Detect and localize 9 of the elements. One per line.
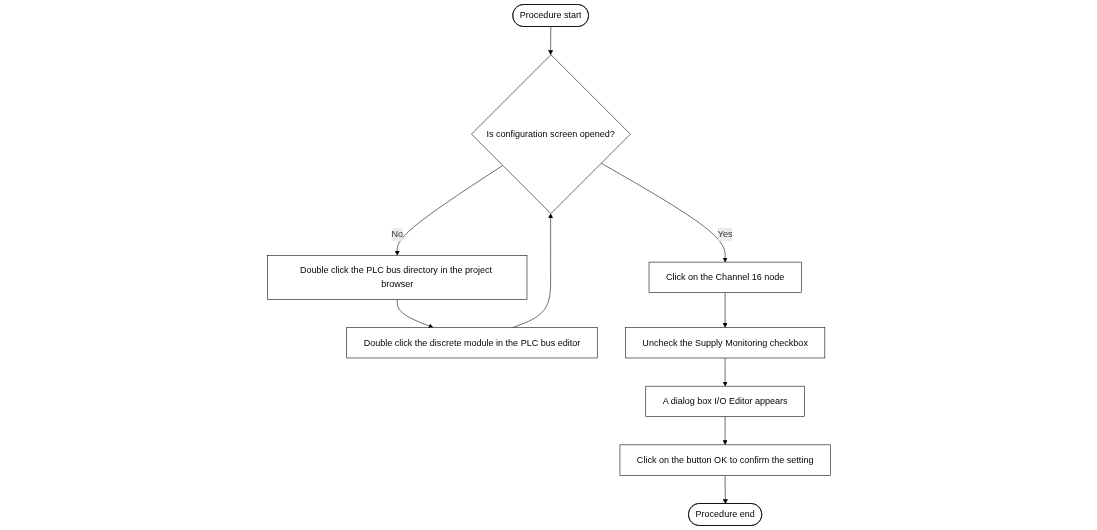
node-diamond: Is configuration screen opened? — [470, 54, 631, 214]
edge-label: No — [391, 229, 403, 239]
node-box: A dialog box I/O Editor appears — [645, 385, 805, 417]
node-box: Double click the discrete module in the PLC bus editor — [346, 327, 598, 359]
node-box: Click on the Channel 16 node — [648, 261, 802, 293]
edge-label: Yes — [717, 229, 733, 239]
node-box: Uncheck the Supply Monitoring checkbox — [624, 327, 825, 359]
node-box: Click on the button OK to confirm the setting — [619, 444, 831, 476]
node-box: Double click the PLC bus directory in the project browser — [266, 255, 527, 300]
